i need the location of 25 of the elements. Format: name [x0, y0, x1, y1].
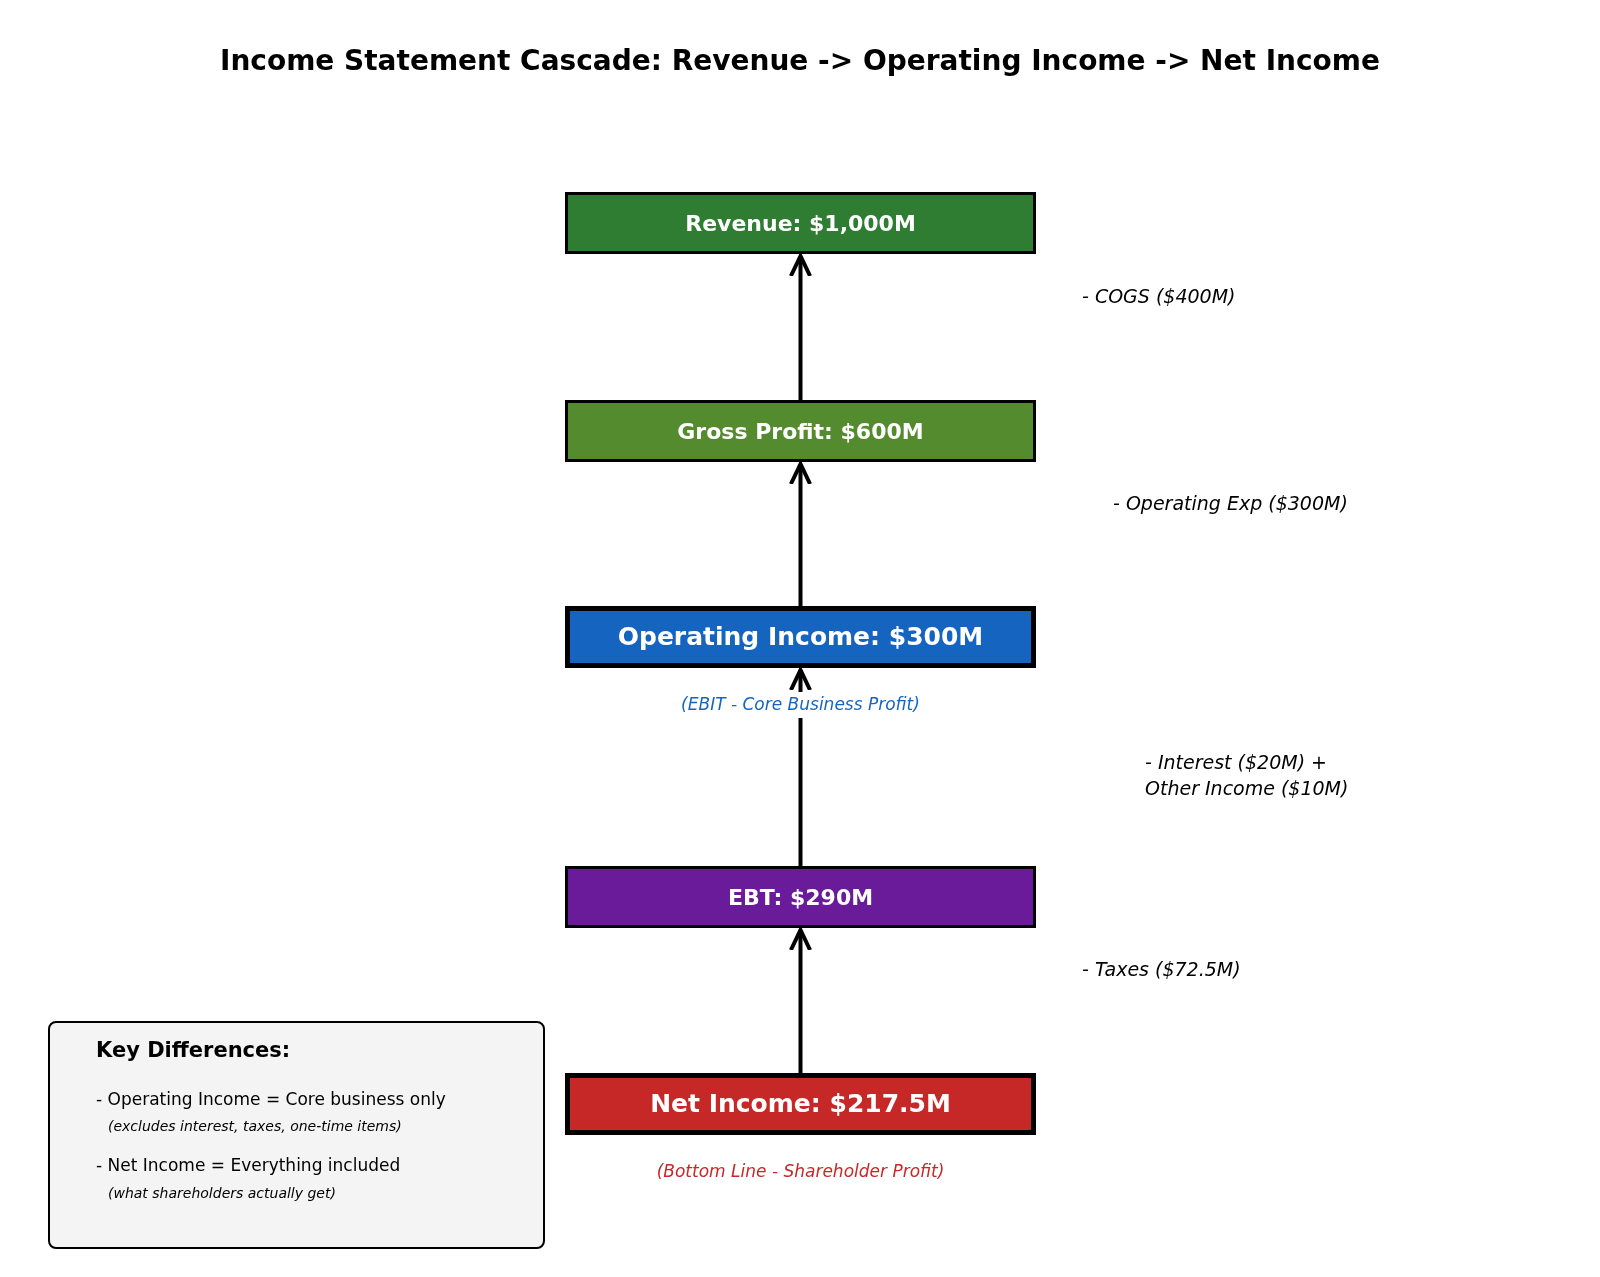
- box-label: Gross Profit: $600M: [677, 417, 924, 446]
- box-label: Net Income: $217.5M: [650, 1088, 951, 1121]
- diagram-title: Income Statement Cascade: Revenue -> Operating Income -> Net Income: [219, 43, 1380, 79]
- arrow: [788, 254, 813, 400]
- box-label: Operating Income: $300M: [617, 621, 984, 654]
- statement-box: [565, 400, 1036, 462]
- note-panel: [48, 1021, 545, 1249]
- panel-heading: Key Differences:: [96, 1037, 292, 1064]
- adjustment-note: - Operating Exp ($300M): [1113, 491, 1349, 516]
- note-text: (what shareholders actually get): [107, 1183, 337, 1203]
- arrow: [788, 668, 813, 866]
- note-text: (excludes interest, taxes, one-time items): [107, 1117, 403, 1136]
- note-text: - Net Income = Everything included: [96, 1154, 402, 1177]
- statement-box: [565, 606, 1036, 668]
- box-label: EBT: $290M: [727, 883, 874, 912]
- adjustment-note: - Taxes ($72.5M): [1082, 957, 1242, 982]
- arrow: [788, 928, 813, 1073]
- statement-box: [565, 192, 1036, 254]
- adjustment-note: - Interest ($20M) + Other Income ($10M): [1145, 750, 1350, 801]
- adjustment-note: - COGS ($400M): [1082, 284, 1237, 309]
- note-text: - Operating Income = Core business only: [96, 1087, 447, 1111]
- box-label: Revenue: $1,000M: [685, 209, 916, 238]
- statement-box: [565, 866, 1036, 928]
- statement-box: [565, 1073, 1036, 1135]
- arrow: [788, 462, 813, 606]
